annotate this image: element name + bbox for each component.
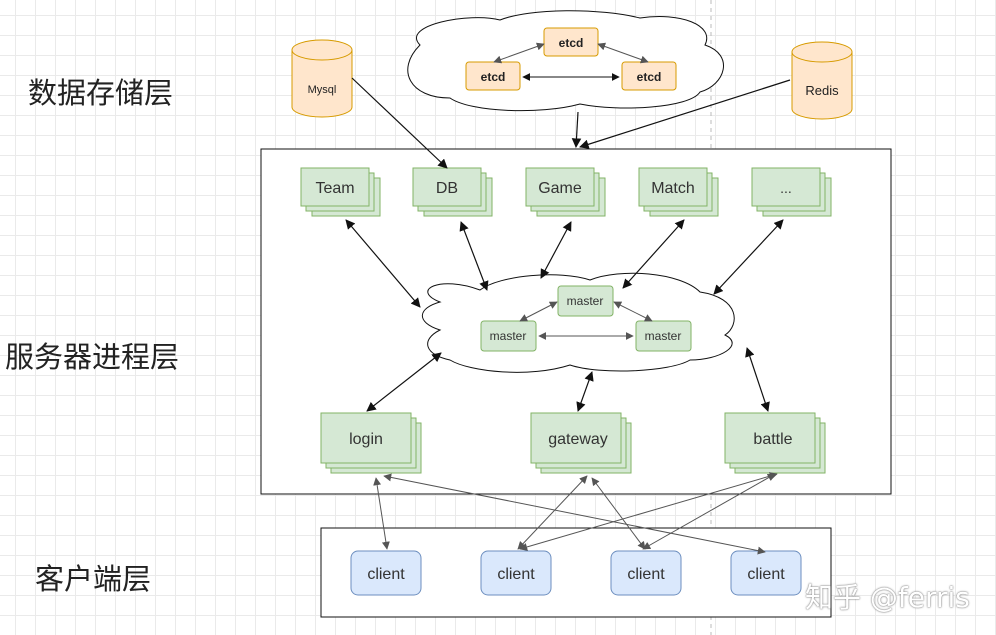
connector-etcd-server	[571, 111, 582, 148]
layer-label-server: 服务器进程层	[5, 340, 180, 374]
master-node: master	[480, 320, 537, 352]
etcd-cloud	[407, 10, 724, 112]
service-team: Team	[300, 167, 381, 217]
connector-master	[613, 301, 653, 322]
layer-label-storage: 数据存储层	[28, 76, 174, 110]
master-node: master	[635, 320, 692, 352]
service-login: login	[320, 412, 422, 474]
watermark: 知乎 @ferris	[805, 581, 970, 614]
connector-etcd	[597, 42, 649, 64]
connector-master	[519, 301, 558, 322]
svg-text:Match: Match	[651, 180, 695, 197]
svg-text:master: master	[645, 329, 682, 343]
service-battle: battle	[724, 412, 826, 474]
svg-text:login: login	[349, 431, 383, 448]
client-node: client	[730, 550, 802, 596]
svg-text:etcd: etcd	[637, 70, 662, 84]
connector-cloud-login	[366, 352, 442, 412]
redis-database: Redis	[791, 41, 853, 120]
master-node: master	[557, 285, 614, 317]
connector-etcd	[493, 42, 545, 64]
mysql-database: Mysql	[291, 39, 353, 118]
connector-team-cloud	[345, 219, 421, 308]
connector-battle-client	[642, 473, 776, 550]
svg-text:etcd: etcd	[559, 36, 584, 50]
svg-text:etcd: etcd	[481, 70, 506, 84]
connector-db-cloud	[459, 221, 489, 291]
connector-cloud-gateway	[576, 371, 594, 412]
etcd-node: etcd	[621, 61, 677, 91]
redis-label: Redis	[805, 83, 839, 98]
svg-text:...: ...	[780, 180, 792, 196]
service-db: DB	[412, 167, 493, 217]
svg-text:Team: Team	[315, 180, 354, 197]
connector-more-cloud	[713, 219, 784, 295]
client-node: client	[480, 550, 552, 596]
svg-text:gateway: gateway	[548, 431, 608, 448]
connector-redis-server	[579, 79, 791, 149]
connector-mysql-db	[351, 77, 448, 169]
client-node: client	[610, 550, 682, 596]
svg-text:battle: battle	[753, 431, 792, 448]
service-gateway: gateway	[530, 412, 632, 474]
service-match: Match	[638, 167, 719, 217]
etcd-node: etcd	[465, 61, 521, 91]
layer-label-client: 客户端层	[35, 562, 152, 596]
etcd-node: etcd	[543, 27, 599, 57]
svg-text:master: master	[567, 294, 604, 308]
svg-text:client: client	[497, 566, 535, 583]
svg-text:client: client	[367, 566, 405, 583]
client-node: client	[350, 550, 422, 596]
mysql-label: Mysql	[308, 84, 337, 96]
service-game: Game	[525, 167, 606, 217]
svg-text:client: client	[747, 566, 785, 583]
svg-text:DB: DB	[436, 180, 458, 197]
svg-text:Game: Game	[538, 180, 582, 197]
connector-match-cloud	[622, 219, 685, 289]
connector-cloud-battle	[745, 347, 770, 412]
svg-text:master: master	[490, 329, 527, 343]
connector-game-cloud	[540, 221, 572, 279]
service-more: ...	[751, 167, 832, 217]
svg-text:client: client	[627, 566, 665, 583]
